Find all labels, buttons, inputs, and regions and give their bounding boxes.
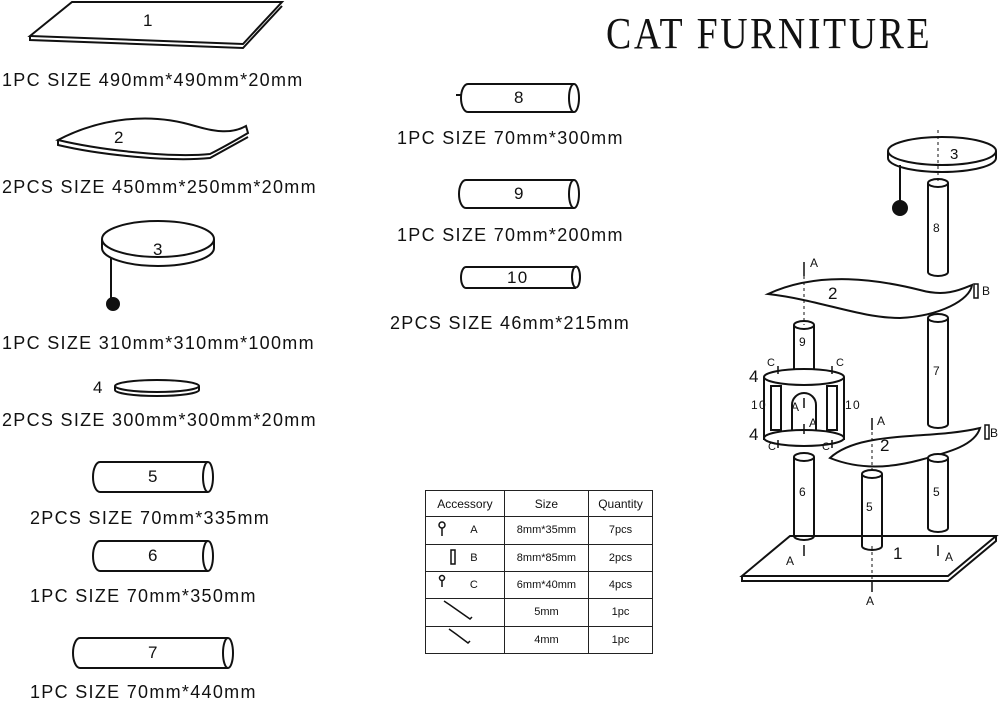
asm-hw-c-3: C — [768, 441, 778, 453]
table-row: B 8mm*85mm 2pcs — [425, 543, 653, 572]
header-quantity: Quantity — [588, 489, 653, 518]
header-size: Size — [503, 489, 590, 518]
accessory-code: A — [425, 516, 505, 545]
asm-label-part-4-bottom: 4 — [749, 425, 760, 444]
asm-hw-c-2: C — [836, 357, 846, 369]
table-row: 4mm 1pc — [425, 625, 653, 655]
asm-label-part-6: 6 — [799, 485, 807, 499]
asm-label-part-5-right: 5 — [933, 485, 941, 499]
part-9-tube — [458, 179, 580, 209]
accessory-code — [425, 625, 505, 655]
table-row: C 6mm*40mm 4pcs — [425, 570, 653, 600]
part-10-tube — [460, 265, 581, 289]
part-3-bowl — [101, 220, 215, 311]
asm-label-part-9: 9 — [799, 335, 807, 349]
accessory-size: 8mm*85mm — [503, 543, 590, 572]
part-6-number: 6 — [148, 546, 159, 565]
part-10-size: 2PCS SIZE 46mm*215mm — [390, 313, 631, 333]
page-title: CAT FURNITURE — [606, 9, 933, 58]
table-row: 5mm 1pc — [425, 598, 653, 627]
part-4-number: 4 — [93, 378, 104, 397]
asm-label-part-4-top: 4 — [749, 367, 760, 386]
asm-label-part-8: 8 — [933, 221, 941, 235]
accessory-qty: 2pcs — [588, 543, 653, 572]
bolt-b-2 — [984, 424, 990, 440]
asm-hw-a-6: A — [945, 550, 955, 564]
asm-label-part-3: 3 — [950, 146, 960, 163]
asm-label-part-10-right: 10 — [845, 398, 861, 412]
asm-label-part-2-lower: 2 — [880, 436, 891, 455]
asm-hw-c-4: C — [822, 441, 832, 453]
part-10-number: 10 — [507, 268, 529, 287]
accessory-size: 6mm*40mm — [503, 570, 590, 600]
part-1-board — [27, 0, 285, 50]
part-9-number: 9 — [514, 184, 525, 203]
part-9-size: 1PC SIZE 70mm*200mm — [397, 225, 624, 245]
asm-hw-a-4: A — [877, 414, 887, 428]
part-4-size: 2PCS SIZE 300mm*300mm*20mm — [2, 410, 317, 430]
accessory-code: B — [425, 543, 505, 572]
part-1-number: 1 — [143, 11, 154, 30]
asm-label-part-2-top: 2 — [828, 284, 839, 303]
accessory-table: Accessory Size Quantity A 8mm*35mm 7pcs … — [425, 489, 653, 655]
bolt-b-1 — [973, 283, 979, 299]
part-8-number: 8 — [514, 88, 525, 107]
part-7-size: 1PC SIZE 70mm*440mm — [30, 682, 257, 702]
assembly-drawing — [739, 130, 999, 592]
asm-hw-a-3: A — [809, 416, 819, 430]
part-6-size: 1PC SIZE 70mm*350mm — [30, 586, 257, 606]
asm-hw-a-1: A — [810, 256, 820, 270]
accessory-qty: 1pc — [588, 598, 653, 627]
part-7-tube — [72, 637, 234, 669]
part-3-number: 3 — [153, 240, 164, 259]
asm-hw-c-1: C — [767, 357, 777, 369]
accessory-qty: 4pcs — [588, 570, 653, 600]
asm-label-part-5-front: 5 — [866, 500, 874, 514]
asm-hw-b-2: B — [990, 426, 1000, 440]
part-6-tube — [92, 540, 214, 572]
part-5-tube — [92, 461, 214, 493]
asm-hw-a-7: A — [866, 594, 876, 608]
accessory-size: 8mm*35mm — [503, 516, 590, 545]
part-1-size: 1PC SIZE 490mm*490mm*20mm — [2, 70, 304, 90]
accessory-size: 4mm — [503, 625, 590, 655]
part-3-size: 1PC SIZE 310mm*310mm*100mm — [2, 333, 315, 353]
asm-hw-a-2: A — [791, 400, 801, 414]
part-2-size: 2PCS SIZE 450mm*250mm*20mm — [2, 177, 317, 197]
part-2-wave-shelf — [55, 117, 250, 161]
part-5-number: 5 — [148, 467, 159, 486]
asm-label-part-1: 1 — [893, 544, 904, 563]
asm-label-part-10-left: 10 — [751, 398, 767, 412]
accessory-size: 5mm — [503, 598, 590, 627]
accessory-table-header: Accessory Size Quantity — [425, 489, 653, 518]
asm-hw-b-1: B — [982, 284, 992, 298]
accessory-code — [425, 598, 505, 627]
part-8-tube — [456, 83, 580, 113]
asm-hw-a-5: A — [786, 554, 796, 568]
header-accessory: Accessory — [425, 489, 505, 518]
accessory-qty: 1pc — [588, 625, 653, 655]
asm-label-part-7: 7 — [933, 364, 941, 378]
part-4-disc — [114, 379, 200, 397]
part-8-size: 1PC SIZE 70mm*300mm — [397, 128, 624, 148]
accessory-qty: 7pcs — [588, 516, 653, 545]
part-7-number: 7 — [148, 643, 159, 662]
accessory-code: C — [425, 570, 505, 600]
table-row: A 8mm*35mm 7pcs — [425, 516, 653, 545]
part-2-number: 2 — [114, 128, 125, 147]
part-5-size: 2PCS SIZE 70mm*335mm — [30, 508, 271, 528]
